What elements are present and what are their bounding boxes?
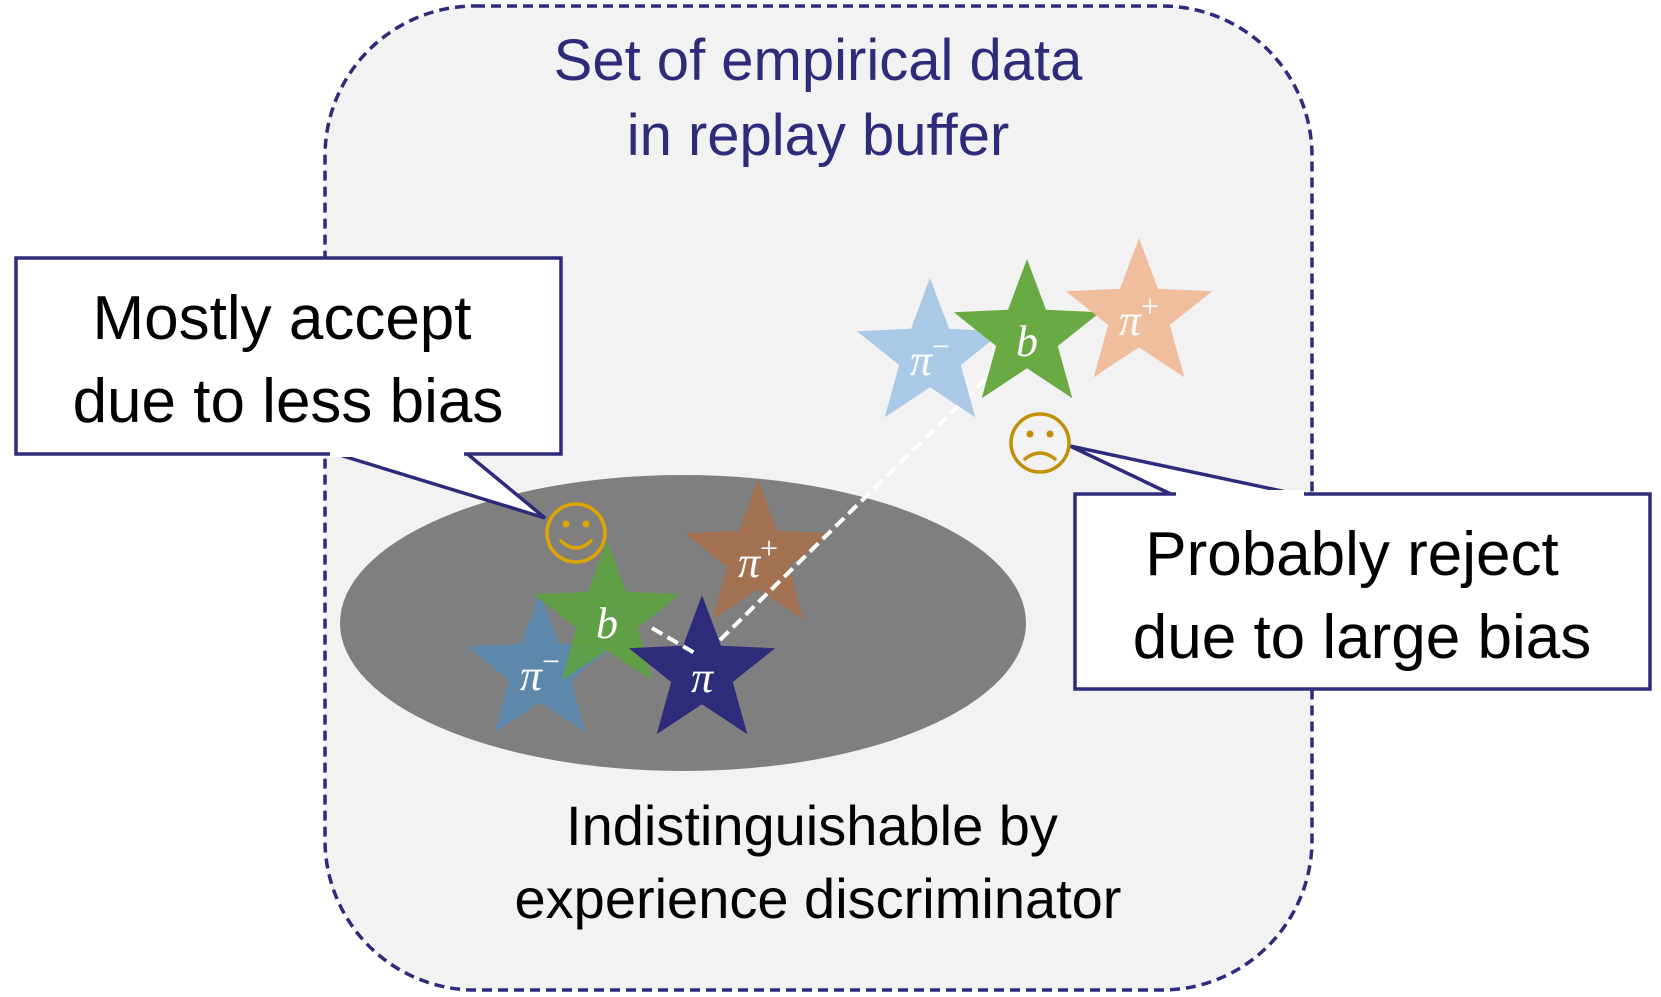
region-caption-line1: Indistinguishable by <box>566 794 1058 857</box>
outer-stars-group: π−b π+ <box>856 238 1213 418</box>
star-b-inner: b <box>533 541 681 681</box>
star-shape <box>953 259 1101 399</box>
accept-callout-line2: due to less bias <box>73 367 504 436</box>
star-label-superscript: + <box>1141 288 1159 324</box>
reject-callout-line1: Probably reject <box>1145 520 1559 589</box>
region-caption-line2: experience discriminator <box>515 867 1122 930</box>
buffer-title-line2: in replay buffer <box>627 103 1010 168</box>
star-shape <box>684 480 832 620</box>
star-shape <box>628 595 776 735</box>
reject-callout-line2: due to large bias <box>1133 603 1591 672</box>
reject-callout-box <box>1073 492 1652 691</box>
star-shape <box>1065 238 1213 378</box>
star-b-outer: b <box>953 259 1101 399</box>
star-shape <box>533 541 681 681</box>
smiley-face-icon <box>545 502 607 564</box>
star-pi-plus-inner: π+ <box>684 480 832 620</box>
accept-callout-box <box>14 256 563 456</box>
accept-callout-line1: Mostly accept <box>92 284 471 353</box>
star-pi-inner: π <box>628 595 776 735</box>
accept-callout-joint <box>330 448 464 457</box>
inner-stars-group: π−b π+ π <box>466 480 832 735</box>
reject-callout-joint <box>1176 490 1304 499</box>
star-pi-minus-inner: π− <box>466 593 614 733</box>
indistinguishable-region <box>340 475 1026 771</box>
star-pi-plus-outer: π+ <box>1065 238 1213 378</box>
star-shape <box>856 278 1004 418</box>
star-label-superscript: − <box>932 328 950 364</box>
star-label: b <box>1016 317 1038 366</box>
star-shape <box>466 593 614 733</box>
frowning-face-icon <box>1009 412 1071 474</box>
star-label: b <box>596 599 618 648</box>
star-label-superscript: + <box>760 530 778 566</box>
buffer-title-line1: Set of empirical data <box>554 28 1083 93</box>
link-b-to-pi <box>650 626 700 657</box>
star-label: π <box>691 653 715 702</box>
star-label-superscript: − <box>542 643 560 679</box>
star-pi-minus-outer: π− <box>856 278 1004 418</box>
